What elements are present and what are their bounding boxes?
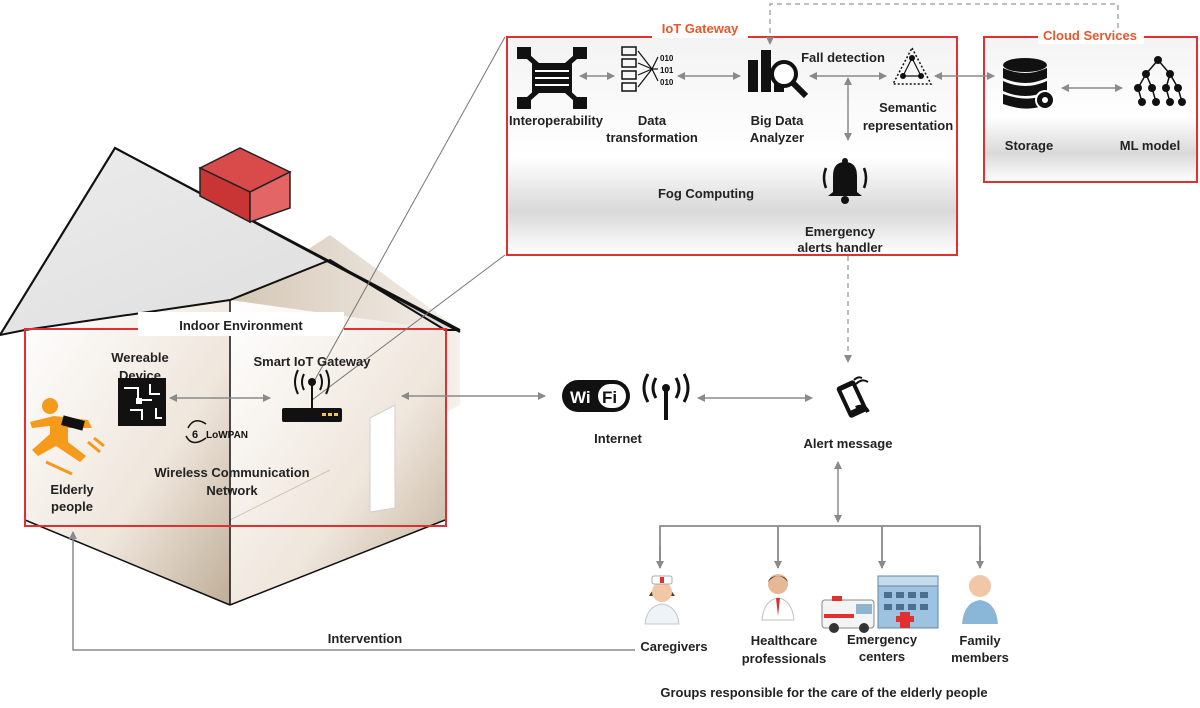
lowpan-text: LoWPAN — [206, 430, 248, 441]
svg-text:Fi: Fi — [602, 388, 617, 407]
wireless-network-label-line2: Network — [206, 483, 258, 498]
doctor-icon — [761, 574, 795, 621]
iot-gateway-title-bg — [652, 18, 748, 38]
zoom-line-bottom — [311, 254, 506, 401]
hospital-icon — [877, 575, 939, 629]
svg-text:010: 010 — [660, 54, 674, 63]
family-member-icon — [962, 575, 998, 624]
emergency-centers-label-line2: centers — [859, 649, 905, 664]
storage-label: Storage — [1005, 138, 1053, 153]
antenna-icon — [642, 373, 690, 420]
emergency-centers-label-line1: Emergency — [847, 632, 918, 647]
family-members-label-line1: Family — [959, 633, 1001, 648]
big-data-analyzer-icon — [748, 50, 809, 99]
data-transformation-icon: 010 101 010 — [621, 46, 674, 92]
indoor-title-bg — [138, 312, 344, 336]
wearable-device-icon — [118, 378, 166, 426]
wireless-network-label-line1: Wireless Communication — [154, 465, 309, 480]
ambulance-icon — [821, 596, 875, 633]
data-transformation-label-line1: Data — [638, 113, 667, 128]
fall-detection-label: Fall detection — [801, 50, 885, 65]
alert-message-label: Alert message — [804, 436, 893, 451]
emergency-alerts-label-line2: alerts handler — [797, 240, 882, 255]
healthcare-label-line1: Healthcare — [751, 633, 817, 648]
svg-text:Wi: Wi — [570, 388, 591, 407]
svg-text:101: 101 — [660, 66, 674, 75]
svg-text:010: 010 — [660, 78, 674, 87]
cloud-services-title-bg — [1038, 26, 1144, 44]
lowpan-logo: 6 LoWPAN — [185, 420, 248, 444]
semantic-representation-label-line1: Semantic — [879, 100, 937, 115]
elderly-people-label-line1: Elderly — [50, 482, 94, 497]
big-data-analyzer-label-line1: Big Data — [751, 113, 805, 128]
indoor-environment-title: Indoor Environment — [179, 318, 303, 333]
caregivers-label: Caregivers — [640, 639, 707, 654]
interoperability-icon — [517, 47, 587, 109]
phone-alert-icon — [836, 376, 870, 418]
data-transformation-label-line2: transformation — [606, 130, 698, 145]
elderly-people-label-line2: people — [51, 499, 93, 514]
wearable-device-label-line1: Wereable — [111, 350, 169, 365]
internet-label: Internet — [594, 431, 642, 446]
zoom-line-top — [311, 36, 506, 386]
database-icon — [1003, 58, 1055, 110]
elderly-person-falling-icon — [30, 398, 105, 476]
semantic-representation-label-line2: representation — [863, 118, 953, 133]
smart-iot-gateway-label: Smart IoT Gateway — [253, 354, 371, 369]
healthcare-label-line2: professionals — [742, 651, 827, 666]
fog-computing-label: Fog Computing — [658, 186, 754, 201]
groups-caption: Groups responsible for the care of the e… — [660, 685, 987, 700]
arrow-ml-feedback — [766, 3, 1119, 45]
iot-gateway-frame — [506, 36, 958, 256]
ml-model-label: ML model — [1120, 138, 1180, 153]
nurse-icon — [644, 575, 680, 625]
emergency-alerts-label-line1: Emergency — [805, 224, 876, 239]
ml-model-tree-icon — [1134, 56, 1186, 106]
interoperability-label: Interoperability — [509, 113, 604, 128]
cloud-services-title: Cloud Services — [1043, 28, 1137, 43]
bell-icon — [822, 158, 868, 204]
family-members-label-line2: members — [951, 650, 1009, 665]
iot-gateway-title: IoT Gateway — [662, 21, 739, 36]
svg-text:6: 6 — [192, 429, 198, 441]
chimney — [198, 147, 292, 224]
intervention-label: Intervention — [328, 631, 402, 646]
semantic-representation-icon — [891, 46, 933, 85]
big-data-analyzer-label-line2: Analyzer — [750, 130, 804, 145]
wifi-logo: Wi Fi — [562, 380, 630, 412]
intervention-arrow — [69, 531, 635, 651]
groups-bracket — [659, 525, 981, 568]
house-illustration — [0, 146, 461, 606]
router-icon — [282, 369, 342, 422]
